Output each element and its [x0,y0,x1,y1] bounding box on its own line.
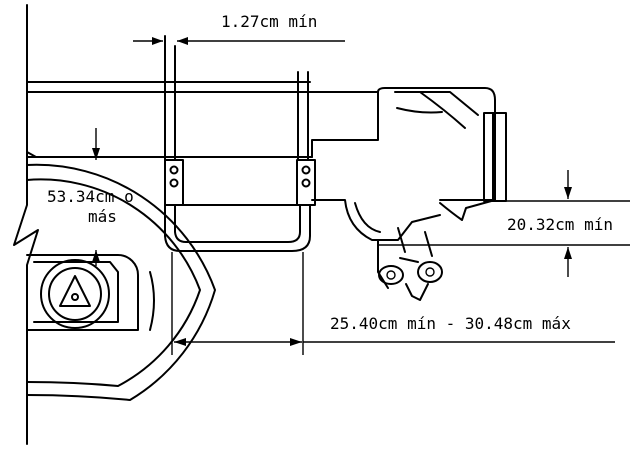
frame-rails [26,81,379,158]
height-label-line1: 53.34cm o [47,187,134,206]
hitch-housing [311,87,507,241]
height-label-line2: más [88,207,117,226]
gap-label: 1.27cm mín [221,12,317,31]
dim-gap [133,37,345,45]
step-range-label: 25.40cm mín - 30.48cm máx [330,314,571,333]
wheel [26,163,216,401]
dim-height [92,128,100,266]
dim-bracket-height [378,170,630,277]
step-loop [164,159,316,252]
body-edge [13,4,39,445]
dim-step-range [171,252,615,355]
bracket-height-label: 20.32cm mín [507,215,613,234]
bracket-posts [164,35,309,161]
coupler-links [377,227,443,301]
